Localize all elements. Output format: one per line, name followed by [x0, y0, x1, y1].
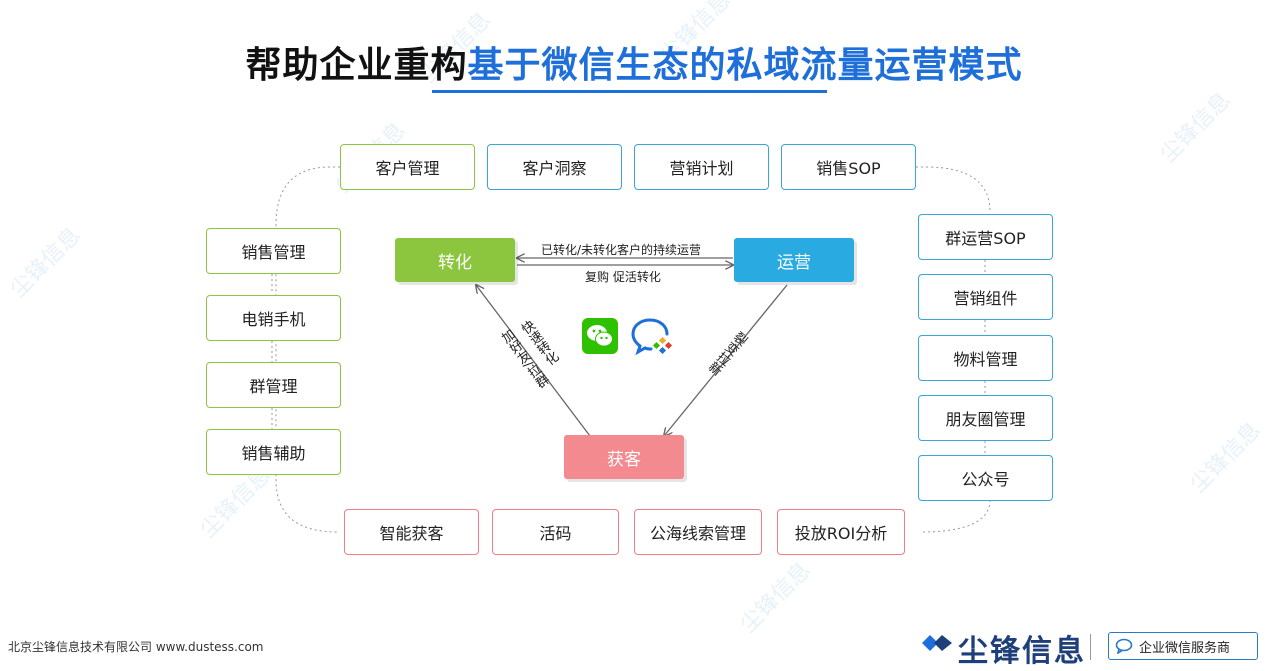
- edge-operate-to-acquire: [664, 284, 788, 436]
- bottom-box-public-leads: 公海线索管理: [634, 509, 762, 555]
- left-box-group-management: 群管理: [206, 362, 341, 408]
- core-node-operate: 运营: [734, 238, 854, 282]
- right-box-material-management: 物料管理: [918, 335, 1053, 381]
- left-box-sales-management: 销售管理: [206, 228, 341, 274]
- title-underline: [432, 90, 827, 93]
- wechat-icon: [582, 318, 618, 354]
- top-box-marketing-plan: 营销计划: [634, 144, 769, 190]
- right-box-group-sop: 群运营SOP: [918, 214, 1053, 260]
- brand-divider: [1090, 634, 1091, 660]
- edge-label-repurchase: 复购 促活转化: [585, 270, 661, 284]
- core-node-acquire: 获客: [564, 435, 684, 479]
- bottom-box-roi-analysis: 投放ROI分析: [777, 509, 905, 555]
- page-title: 帮助企业重构基于微信生态的私域流量运营模式: [0, 36, 1268, 88]
- dotted-ring: [275, 166, 991, 533]
- brand-name: 尘锋信息: [958, 634, 1086, 669]
- footer-company: 北京尘锋信息技术有限公司 www.dustess.com: [8, 640, 264, 654]
- core-node-convert: 转化: [395, 238, 515, 282]
- bottom-box-live-code: 活码: [492, 509, 619, 555]
- top-box-customer-management: 客户管理: [340, 144, 475, 190]
- right-box-moments-management: 朋友圈管理: [918, 395, 1053, 441]
- left-box-sales-assist: 销售辅助: [206, 429, 341, 475]
- left-box-telesales-phone: 电销手机: [206, 295, 341, 341]
- top-box-customer-insight: 客户洞察: [487, 144, 622, 190]
- brand-logo-icon: [920, 628, 954, 658]
- bottom-box-smart-acquisition: 智能获客: [344, 509, 479, 555]
- service-provider-badge: 企业微信服务商: [1108, 632, 1258, 660]
- edge-label-continuous-operation: 已转化/未转化客户的持续运营: [541, 243, 702, 257]
- edge-acquire-to-convert: [476, 285, 591, 437]
- chat-bubble-icon: [1115, 638, 1133, 658]
- top-box-sales-sop: 销售SOP: [781, 144, 916, 190]
- page-title-part1: 帮助企业重构: [245, 45, 468, 86]
- wecom-icon: [630, 316, 676, 358]
- page-title-part2: 基于微信生态的私域流量运营模式: [467, 45, 1023, 86]
- right-box-official-account: 公众号: [918, 455, 1053, 501]
- right-box-marketing-components: 营销组件: [918, 274, 1053, 320]
- service-provider-text: 企业微信服务商: [1139, 640, 1231, 656]
